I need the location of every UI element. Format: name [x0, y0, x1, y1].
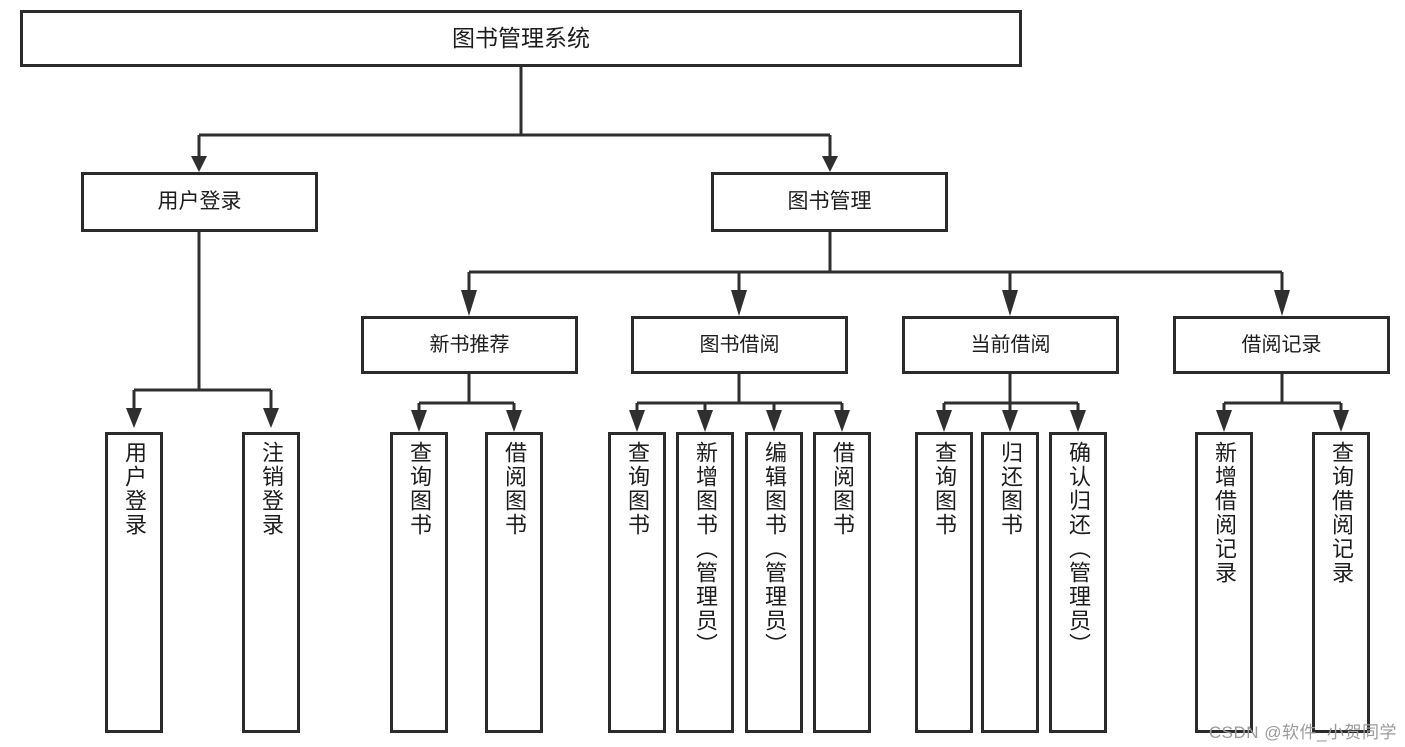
leaf-borrow-borrow-book[interactable]: 借阅图书 — [813, 432, 871, 733]
leaf-current-confirm-return-admin[interactable]: 确认归还（管理员） — [1049, 432, 1107, 733]
leaf-label: 确认归还（管理员） — [1066, 441, 1091, 657]
leaf-borrow-edit-book-admin[interactable]: 编辑图书（管理员） — [745, 432, 803, 733]
arrow-to-user-login — [191, 156, 207, 172]
arrow-user-login-leaf-2 — [263, 408, 279, 428]
node-root[interactable]: 图书管理系统 — [20, 10, 1022, 67]
leaf-label: 查询图书 — [407, 441, 432, 537]
node-book-borrow-label: 图书借阅 — [699, 333, 780, 356]
node-current-borrow[interactable]: 当前借阅 — [902, 316, 1119, 374]
arrow-borrow-leaf-4 — [834, 410, 850, 432]
leaf-label: 新增图书（管理员） — [693, 441, 718, 657]
arrow-to-tier3-4 — [1274, 290, 1290, 316]
arrow-to-tier3-3 — [1002, 290, 1018, 316]
leaf-current-return-book[interactable]: 归还图书 — [981, 432, 1039, 733]
leaf-label: 归还图书 — [998, 441, 1023, 537]
leaf-label: 编辑图书（管理员） — [762, 441, 787, 657]
arrow-to-tier3-1 — [461, 290, 477, 316]
leaf-borrow-query-book[interactable]: 查询图书 — [608, 432, 666, 733]
node-user-login[interactable]: 用户登录 — [81, 172, 318, 232]
node-current-borrow-label: 当前借阅 — [970, 333, 1051, 356]
arrow-recommend-leaf-1 — [411, 410, 427, 432]
arrow-recommend-leaf-2 — [506, 410, 522, 432]
node-root-label: 图书管理系统 — [452, 25, 590, 52]
arrow-current-leaf-2 — [1002, 410, 1018, 432]
leaf-label: 查询借阅记录 — [1329, 441, 1354, 585]
arrow-current-leaf-3 — [1070, 410, 1086, 432]
leaf-label: 用户登录 — [122, 441, 147, 537]
leaf-record-add-record[interactable]: 新增借阅记录 — [1195, 432, 1253, 733]
node-user-login-label: 用户登录 — [157, 189, 242, 213]
leaf-label: 借阅图书 — [502, 441, 527, 537]
node-new-book-recommend[interactable]: 新书推荐 — [361, 316, 578, 374]
leaf-borrow-add-book-admin[interactable]: 新增图书（管理员） — [676, 432, 734, 733]
leaf-label: 查询图书 — [625, 441, 650, 537]
leaf-record-query-record[interactable]: 查询借阅记录 — [1312, 432, 1370, 733]
node-book-borrow[interactable]: 图书借阅 — [631, 316, 848, 374]
leaf-user-login-logout[interactable]: 注销登录 — [242, 432, 300, 733]
arrow-record-leaf-2 — [1333, 410, 1349, 432]
leaf-recommend-borrow-book[interactable]: 借阅图书 — [485, 432, 543, 733]
leaf-label: 新增借阅记录 — [1212, 441, 1237, 585]
leaf-user-login-login[interactable]: 用户登录 — [105, 432, 163, 733]
node-new-book-recommend-label: 新书推荐 — [429, 333, 510, 356]
node-borrow-record[interactable]: 借阅记录 — [1173, 316, 1390, 374]
arrow-current-leaf-1 — [936, 410, 952, 432]
leaf-recommend-query-book[interactable]: 查询图书 — [390, 432, 448, 733]
arrow-to-tier3-2 — [731, 290, 747, 316]
leaf-label: 查询图书 — [932, 441, 957, 537]
leaf-current-query-book[interactable]: 查询图书 — [915, 432, 973, 733]
node-book-management-label: 图书管理 — [787, 189, 872, 213]
node-borrow-record-label: 借阅记录 — [1241, 333, 1322, 356]
arrow-borrow-leaf-1 — [629, 410, 645, 432]
node-book-management[interactable]: 图书管理 — [711, 172, 948, 232]
leaf-label: 注销登录 — [259, 441, 284, 537]
leaf-label: 借阅图书 — [830, 441, 855, 537]
arrow-borrow-leaf-3 — [766, 410, 782, 432]
arrow-user-login-leaf-1 — [126, 408, 142, 428]
arrow-record-leaf-1 — [1216, 410, 1232, 432]
arrow-borrow-leaf-2 — [697, 410, 713, 432]
arrow-to-book-mgmt — [822, 156, 838, 172]
